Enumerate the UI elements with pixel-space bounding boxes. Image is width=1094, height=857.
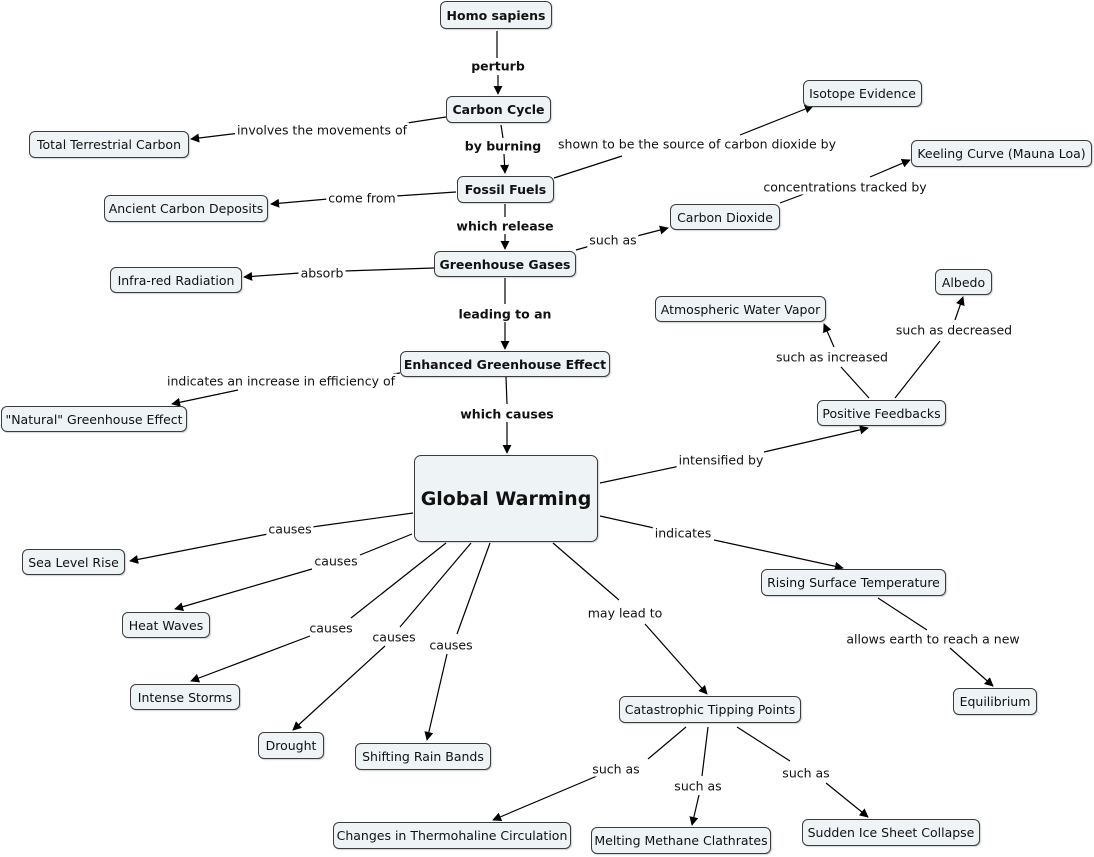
link-line: [736, 726, 791, 762]
link-line: [599, 515, 655, 529]
link-line: [644, 623, 708, 695]
link-line: [359, 533, 413, 556]
link-label-causes-heat-waves: causes: [312, 553, 360, 569]
link-line: [406, 116, 447, 124]
link-line: [840, 366, 870, 399]
link-label-perturb: perturb: [469, 58, 527, 74]
link-line: [292, 645, 386, 731]
node-ancient-carbon-deposits[interactable]: Ancient Carbon Deposits: [104, 195, 268, 222]
link-line: [825, 782, 869, 818]
link-line: [500, 153, 510, 174]
link-line: [505, 376, 508, 405]
link-line: [343, 267, 435, 272]
link-line: [636, 225, 669, 237]
node-heat-waves[interactable]: Heat Waves: [122, 612, 210, 638]
node-catastrophic-tipping-points[interactable]: Catastrophic Tipping Points: [619, 696, 801, 723]
link-label-such-as-methane: such as: [672, 778, 724, 794]
link-line: [270, 198, 329, 208]
node-intense-storms[interactable]: Intense Storms: [130, 684, 240, 710]
link-line: [129, 533, 269, 564]
link-line: [395, 191, 457, 197]
link-line: [552, 542, 620, 601]
link-line: [599, 465, 681, 484]
node-melting-methane-clathrates[interactable]: Melting Methane Clathrates: [591, 827, 771, 854]
node-rising-surface-temperature[interactable]: Rising Surface Temperature: [761, 569, 946, 596]
link-line: [949, 647, 994, 687]
link-label-allows-earth: allows earth to reach a new: [844, 631, 1022, 647]
link-line: [647, 726, 687, 760]
node-sea-level-rise[interactable]: Sea Level Rise: [22, 549, 125, 575]
link-label-such-as-ice-sheet: such as: [780, 765, 832, 781]
link-label-by-burning: by burning: [462, 138, 544, 154]
link-label-causes-storms: causes: [307, 620, 355, 636]
link-line: [456, 542, 491, 635]
link-line: [877, 597, 928, 631]
node-carbon-dioxide[interactable]: Carbon Dioxide: [670, 204, 780, 230]
link-line: [190, 635, 311, 683]
link-label-may-lead-to: may lead to: [585, 605, 665, 621]
link-line: [500, 124, 504, 139]
link-line: [713, 539, 844, 571]
link-label-causes-drought: causes: [370, 629, 418, 645]
link-line: [424, 653, 448, 741]
node-atmospheric-water-vapor[interactable]: Atmospheric Water Vapor: [655, 296, 826, 322]
link-label-which-release: which release: [454, 218, 556, 234]
link-line: [492, 775, 598, 821]
link-label-intensified-by: intensified by: [676, 452, 766, 468]
link-line: [894, 340, 941, 399]
link-line: [311, 512, 414, 528]
link-label-causes-rain-bands: causes: [427, 637, 475, 653]
link-line: [689, 794, 700, 826]
link-line: [399, 542, 472, 628]
link-line: [763, 425, 869, 453]
node-homo-sapiens[interactable]: Homo sapiens: [440, 1, 552, 29]
node-carbon-cycle[interactable]: Carbon Cycle: [446, 96, 551, 123]
link-label-concentrations-tracked: concentrations tracked by: [761, 179, 929, 195]
link-line: [553, 155, 623, 179]
node-positive-feedbacks[interactable]: Positive Feedbacks: [817, 400, 946, 426]
link-label-come-from: come from: [326, 190, 398, 206]
node-total-terrestrial-carbon[interactable]: Total Terrestrial Carbon: [29, 131, 189, 158]
node-thermohaline-circulation[interactable]: Changes in Thermohaline Circulation: [333, 822, 571, 849]
link-line: [243, 271, 301, 281]
node-greenhouse-gases[interactable]: Greenhouse Gases: [434, 251, 576, 277]
link-label-indicates: indicates: [652, 525, 714, 541]
link-line: [190, 132, 241, 143]
link-line: [869, 159, 911, 178]
link-line: [701, 726, 709, 777]
node-isotope-evidence[interactable]: Isotope Evidence: [803, 80, 922, 107]
link-label-leading-to-an: leading to an: [456, 306, 554, 322]
link-label-such-as-co2: such as: [587, 232, 639, 248]
link-line: [350, 542, 447, 619]
node-equilibrium[interactable]: Equilibrium: [953, 688, 1037, 715]
node-sudden-ice-sheet-collapse[interactable]: Sudden Ice Sheet Collapse: [802, 819, 980, 846]
link-label-such-as-thermohaline: such as: [590, 761, 642, 777]
link-line: [171, 389, 239, 407]
link-label-causes-sea-level: causes: [266, 521, 314, 537]
node-shifting-rain-bands[interactable]: Shifting Rain Bands: [355, 743, 491, 770]
link-label-which-causes: which causes: [458, 406, 556, 422]
link-label-absorb: absorb: [298, 265, 346, 281]
node-natural-greenhouse-effect[interactable]: "Natural" Greenhouse Effect: [1, 406, 187, 432]
link-line: [823, 323, 835, 348]
node-albedo[interactable]: Albedo: [935, 269, 992, 295]
node-infrared-radiation[interactable]: Infra-red Radiation: [110, 267, 242, 293]
node-enhanced-greenhouse-effect[interactable]: Enhanced Greenhouse Effect: [400, 351, 610, 377]
link-label-shown-source: shown to be the source of carbon dioxide…: [556, 136, 838, 152]
link-label-such-as-decreased: such as decreased: [893, 322, 1015, 338]
link-line: [954, 296, 965, 321]
link-label-such-as-increased: such as increased: [774, 349, 890, 365]
node-keeling-curve[interactable]: Keeling Curve (Mauna Loa): [911, 140, 1092, 167]
node-fossil-fuels[interactable]: Fossil Fuels: [457, 176, 554, 203]
link-line: [174, 568, 313, 612]
link-label-involves-movements: involves the movements of: [234, 122, 410, 138]
link-label-indicates-increase: indicates an increase in efficiency of: [164, 373, 398, 389]
node-drought[interactable]: Drought: [258, 732, 324, 759]
node-global-warming[interactable]: Global Warming: [414, 455, 598, 542]
link-line: [739, 104, 814, 136]
